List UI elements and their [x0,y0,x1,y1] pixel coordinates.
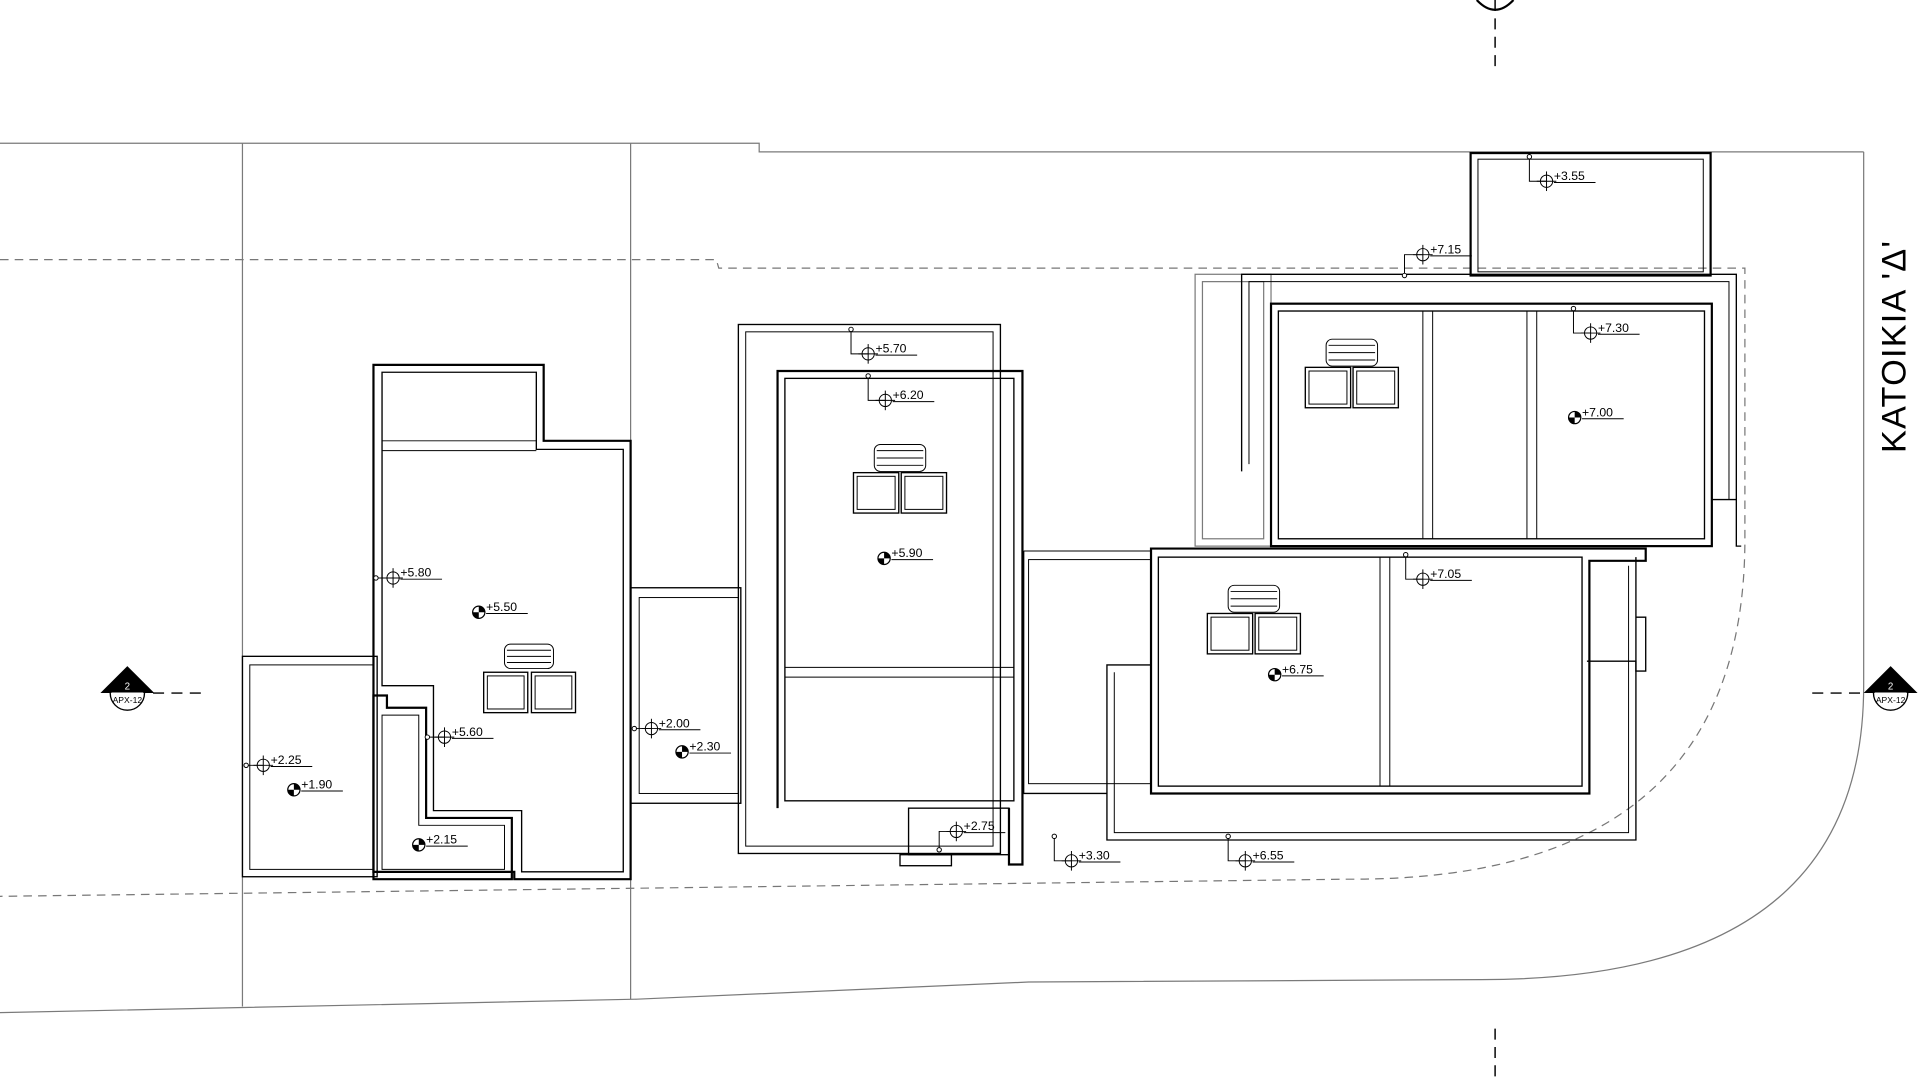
level-marker-730: +7.30 [1570,305,1640,343]
level-marker-700: +7.00 [1567,405,1624,425]
solar-water-heater-a [483,643,577,714]
drawing-title: ΚΑΤΟΙΚΙΑ 'Δ' [1875,240,1913,453]
level-label: +1.90 [301,778,332,792]
level-markers: +3.55 +7.15 +7.30 +7.00 +5.70 +6.20 +5.90 +5.80… [243,154,1640,871]
level-marker-190: +1.90 [287,778,343,797]
solar-water-heater-c2 [1206,584,1302,655]
level-label: +3.30 [1079,849,1110,863]
level-label: +2.30 [689,740,720,754]
level-marker-715: +7.15 [1401,242,1472,279]
section-marker-right: 2 ΑΡΧ-12 [1863,666,1918,711]
level-marker-620: +6.20 [865,373,935,411]
level-marker-225: +2.25 [243,753,313,776]
level-label: +5.60 [452,725,483,739]
middle-terrace [629,587,742,804]
level-marker-590: +5.90 [877,546,934,566]
level-marker-655: +6.55 [1225,833,1295,871]
level-marker-570: +5.70 [848,326,918,364]
level-label: +5.90 [891,546,922,560]
section-cut-lines [153,0,1864,1080]
level-marker-330: +3.30 [1051,833,1121,871]
level-label: +5.80 [400,566,431,580]
level-marker-550: +5.50 [472,600,528,619]
level-label: +7.05 [1430,567,1461,581]
building-a [241,363,632,881]
level-label: +3.55 [1554,169,1585,183]
level-label: +2.25 [271,753,302,767]
level-marker-200: +2.00 [631,716,701,739]
section-marker-right-number: 2 [1888,681,1893,692]
level-label: +7.15 [1430,242,1461,256]
level-label: +2.15 [426,833,457,847]
level-label: +6.55 [1253,849,1284,863]
level-label: +2.00 [659,716,690,730]
section-marker-left-number: 2 [125,681,130,692]
level-marker-675: +6.75 [1267,662,1324,682]
solar-water-heater-c1 [1304,338,1400,409]
level-marker-215: +2.15 [412,833,468,852]
building-b [737,323,1024,867]
level-marker-705: +7.05 [1403,552,1472,589]
level-marker-355: +3.55 [1526,154,1596,192]
setback-line [0,258,1746,897]
level-label: +6.20 [893,388,924,402]
building-c [1023,151,1742,841]
section-marker-right-ref: ΑΡΧ-12 [1876,695,1906,705]
solar-water-heater-b [852,444,948,514]
level-marker-230: +2.30 [675,740,732,759]
section-marker-left-ref: ΑΡΧ-12 [113,695,143,705]
level-label: +5.70 [876,342,907,356]
section-marker-left: 2 ΑΡΧ-12 [100,666,155,711]
level-label: +7.30 [1598,321,1629,335]
level-label: +7.00 [1582,405,1613,419]
level-marker-275: +2.75 [936,819,1006,853]
level-marker-560: +5.60 [424,725,494,747]
level-marker-580: +5.80 [373,566,443,588]
level-label: +5.50 [486,600,517,614]
level-label: +6.75 [1282,662,1313,676]
level-label: +2.75 [964,819,995,833]
